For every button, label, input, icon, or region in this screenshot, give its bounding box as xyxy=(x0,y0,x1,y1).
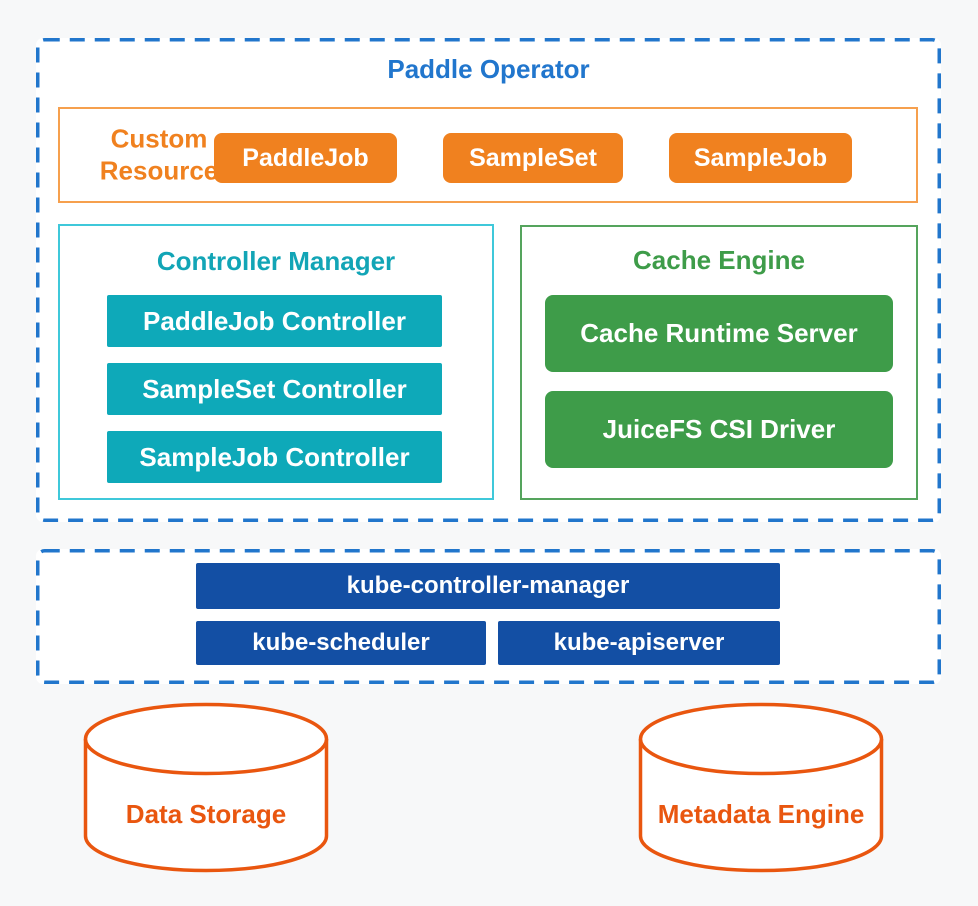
kube-controller-manager-node: kube-controller-manager xyxy=(196,563,780,609)
data-storage-cylinder: Data Storage xyxy=(82,701,330,873)
metadata-engine-label: Metadata Engine xyxy=(658,799,865,829)
kube-scheduler-node: kube-scheduler xyxy=(196,621,486,665)
cache-engine-group: Cache Engine Cache Runtime Server JuiceF… xyxy=(520,225,918,500)
kube-apiserver-node: kube-apiserver xyxy=(498,621,780,665)
juicefs-csi-driver-node: JuiceFS CSI Driver xyxy=(545,391,893,468)
sampleset-controller-node: SampleSet Controller xyxy=(107,363,442,415)
kubernetes-group: kube-controller-manager kube-scheduler k… xyxy=(36,549,941,684)
custom-resource-group: Custom Resource PaddleJob SampleSet Samp… xyxy=(58,107,918,203)
paddle-operator-title: Paddle Operator xyxy=(387,54,590,84)
sampleset-node: SampleSet xyxy=(443,133,623,183)
custom-resource-label: Custom Resource xyxy=(99,123,219,185)
cache-engine-title: Cache Engine xyxy=(633,245,805,275)
data-storage-label: Data Storage xyxy=(126,799,286,829)
paddlejob-controller-node: PaddleJob Controller xyxy=(107,295,442,347)
samplejob-node: SampleJob xyxy=(669,133,852,183)
paddlejob-node: PaddleJob xyxy=(214,133,397,183)
cache-runtime-server-node: Cache Runtime Server xyxy=(545,295,893,372)
samplejob-controller-node: SampleJob Controller xyxy=(107,431,442,483)
controller-manager-title: Controller Manager xyxy=(156,246,396,276)
controller-manager-group: Controller Manager PaddleJob Controller … xyxy=(58,224,494,500)
database-cylinder-icon: Data Storage xyxy=(83,702,329,873)
database-cylinder-icon: Metadata Engine xyxy=(638,702,884,873)
metadata-engine-cylinder: Metadata Engine xyxy=(637,701,885,873)
paddle-operator-group: Paddle Operator Custom Resource PaddleJo… xyxy=(36,38,941,522)
